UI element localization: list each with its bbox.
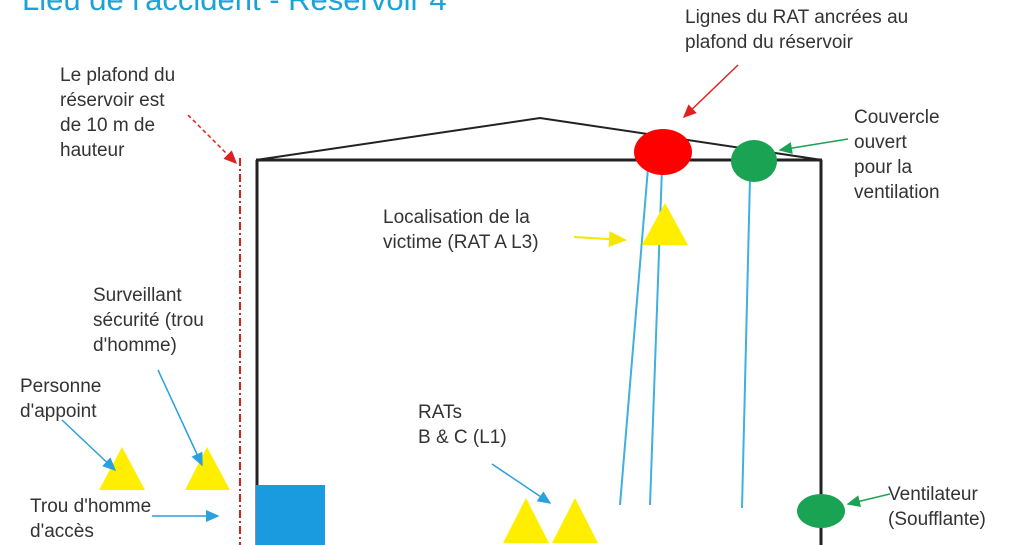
page-title: Lieu de l'accident - Réservoir 4	[22, 0, 447, 17]
tank-roof	[255, 116, 823, 161]
blower-label: Ventilateur (Soufflante)	[888, 484, 986, 530]
anchor-point-marker	[634, 129, 692, 175]
open-cover-arrow	[778, 138, 849, 155]
ceiling-height-arrow	[187, 114, 238, 165]
rat-line	[741, 177, 751, 509]
blower-marker	[797, 494, 845, 528]
anchored-lines-arrow	[682, 64, 739, 119]
open-cover-label: Couvercle ouvert pour la ventilation	[854, 107, 940, 203]
blower-arrow	[846, 493, 891, 508]
manhole-marker	[256, 485, 325, 545]
manhole-label: Trou d'homme d'accès	[30, 496, 152, 542]
rat-lines	[619, 167, 751, 509]
rats-bc-arrow	[491, 463, 552, 504]
safety-watch-arrow	[157, 369, 203, 467]
anchored-lines-label: Lignes du RAT ancrées au plafond du rése…	[685, 7, 909, 53]
tank-outline	[255, 116, 823, 545]
open-cover-marker	[731, 140, 777, 182]
rats-bc-label: RATs B & C (L1)	[418, 402, 507, 448]
victim-marker	[642, 203, 688, 245]
helper-arrow	[61, 419, 117, 472]
rat-line	[619, 167, 649, 506]
helper-marker	[99, 447, 145, 490]
ceiling-height-label: Le plafond du réservoir est de 10 m de h…	[60, 65, 176, 161]
victim-location-label: Localisation de la victime (RAT A L3)	[383, 207, 539, 253]
victim-arrow	[573, 231, 627, 248]
safety-watch-marker	[185, 447, 230, 490]
rat-b-marker	[503, 498, 549, 543]
rat-c-marker	[552, 498, 598, 543]
safety-watch-label: Surveillant sécurité (trou d'homme)	[93, 285, 204, 356]
helper-label: Personne d'appoint	[20, 376, 102, 422]
